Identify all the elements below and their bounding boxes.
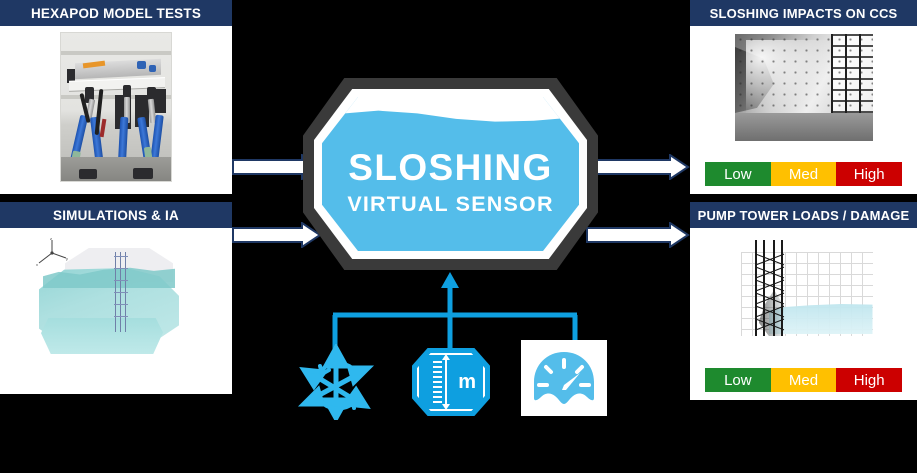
six-dof-motion-arrows-icon[interactable] (296, 344, 376, 420)
panel-header-hexapod: HEXAPOD MODEL TESTS (0, 0, 232, 26)
panel-body-impacts: Low Med High (690, 26, 917, 194)
level-unit-label: m (458, 371, 476, 393)
severity-scale-impacts: Low Med High (705, 162, 903, 186)
pump-tower-cfd-plot (732, 234, 875, 344)
severity-high[interactable]: High (836, 162, 903, 186)
arrow-hub-to-pumptower (586, 222, 690, 248)
height-arrow-icon (442, 354, 450, 410)
level-icon-octagon (412, 348, 490, 416)
severity-high[interactable]: High (836, 368, 903, 392)
arrow-hub-to-impacts (586, 154, 690, 180)
arrow-sensors-to-hub (441, 272, 459, 288)
panel-simulations-and-ia[interactable]: SIMULATIONS & IA z y x (0, 202, 232, 394)
level-icon-border (417, 353, 485, 411)
severity-scale-pumptower: Low Med High (705, 368, 903, 392)
panel-pump-tower-loads-damage[interactable]: PUMP TOWER LOADS / DAMAGE (690, 202, 917, 400)
hexapod-platform-photo (60, 32, 172, 182)
pump-tower-structure (753, 240, 787, 336)
hub-subtitle: VIRTUAL SENSOR (347, 191, 554, 216)
sloshing-virtual-sensor-hub[interactable]: SLOSHING VIRTUAL SENSOR (303, 78, 598, 270)
hub-title: SLOSHING (348, 146, 553, 188)
severity-low[interactable]: Low (705, 368, 771, 392)
svg-text:y: y (66, 256, 68, 261)
pump-tower-in-tank (114, 252, 128, 332)
pressure-gauge-icon[interactable] (521, 340, 607, 416)
severity-med[interactable]: Med (770, 162, 837, 186)
svg-text:z: z (50, 238, 52, 241)
sensor-bus-connector (332, 272, 578, 360)
arrow-simulations-to-hub (232, 222, 322, 248)
svg-text:x: x (36, 262, 38, 267)
panel-body-pumptower: Low Med High (690, 228, 917, 400)
panel-header-simulations: SIMULATIONS & IA (0, 202, 232, 228)
panel-hexapod-model-tests[interactable]: HEXAPOD MODEL TESTS (0, 0, 232, 194)
liquid-level-meter-icon[interactable]: m (412, 348, 490, 416)
cfd-sloshing-tank-render: z y x (21, 232, 211, 364)
axis-triad-icon: z y x (36, 238, 68, 267)
panel-sloshing-impacts-on-ccs[interactable]: SLOSHING IMPACTS ON CCS Low Med High (690, 0, 917, 194)
panel-header-impacts: SLOSHING IMPACTS ON CCS (690, 0, 917, 26)
severity-low[interactable]: Low (705, 162, 771, 186)
ruler-scale-icon (433, 361, 442, 403)
severity-med[interactable]: Med (770, 368, 837, 392)
hub-inner-octagon: SLOSHING VIRTUAL SENSOR (322, 97, 579, 251)
gauge-glyph (534, 352, 594, 404)
wave-shape-icon (322, 97, 579, 122)
panel-body-simulations: z y x (0, 228, 232, 394)
panel-body-hexapod (0, 26, 232, 194)
panel-header-pumptower: PUMP TOWER LOADS / DAMAGE (690, 202, 917, 228)
sloshing-impact-photo (734, 34, 873, 141)
